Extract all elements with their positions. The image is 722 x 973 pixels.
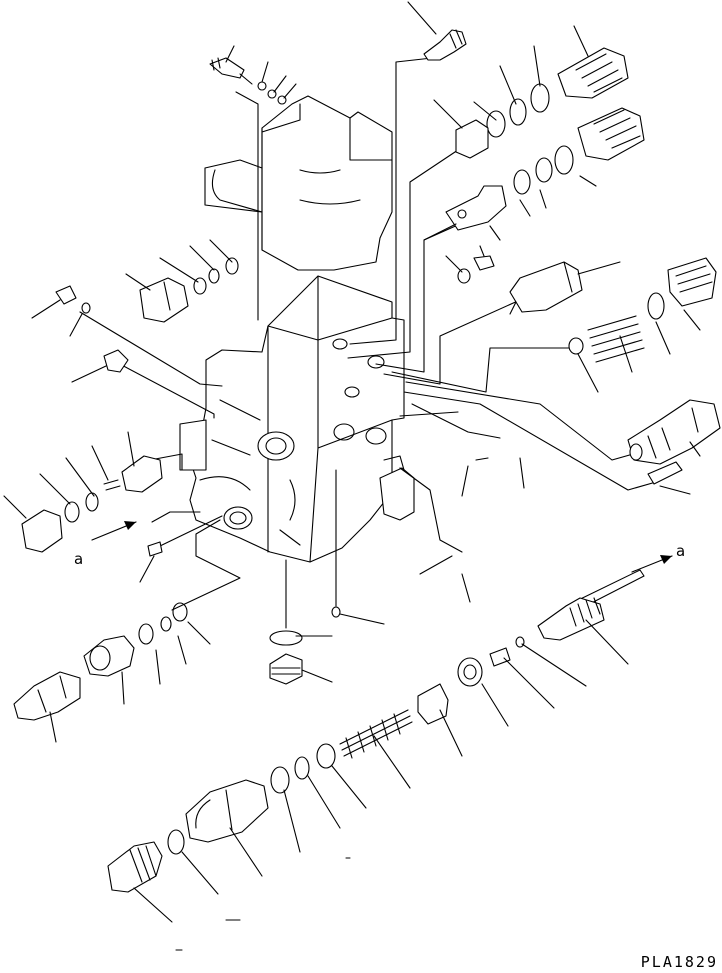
spring-right <box>588 316 644 362</box>
spring-lower <box>340 710 412 756</box>
top-left-parts <box>210 58 286 104</box>
port-left-lower <box>224 507 252 529</box>
valve-cover <box>262 96 392 270</box>
cap-far-left <box>22 510 62 552</box>
valve-side-cap <box>380 468 414 520</box>
direction-arrow-left: a <box>74 521 136 568</box>
retainer <box>458 658 482 686</box>
solenoid-valve <box>510 262 582 312</box>
valve-lower-left-1 <box>14 672 80 720</box>
marker-a-right: a <box>676 542 685 560</box>
valve-body <box>180 96 414 562</box>
right-parts <box>569 258 720 484</box>
upper-right-valves <box>446 48 644 314</box>
plug-left <box>104 350 128 372</box>
plug-bottom <box>108 842 162 892</box>
top-bolt <box>424 30 466 60</box>
piston <box>418 684 448 724</box>
lower-right-assembly <box>108 570 644 892</box>
plug-cap-right <box>668 258 716 306</box>
valve-main-block <box>190 276 404 562</box>
left-parts <box>22 258 238 556</box>
plug-assembly-right <box>628 400 720 464</box>
callout-leaders <box>4 2 700 950</box>
valve-body-lower <box>186 780 268 842</box>
marker-a-left: a <box>74 550 83 568</box>
valve-sleeve <box>456 120 488 158</box>
poppet <box>446 186 506 230</box>
o-ring-r1 <box>531 84 549 112</box>
relief-valve-cap-1 <box>558 48 628 98</box>
drawing-code: PLA1829 <box>640 953 718 971</box>
port-left-upper <box>258 432 294 460</box>
relief-valve-cap-2 <box>578 108 644 160</box>
valve-lower-left-2 <box>84 636 134 676</box>
plug-left-mid <box>140 278 188 322</box>
leader-lines <box>80 58 656 628</box>
valve-left <box>122 456 162 492</box>
plug-center-lower <box>270 654 302 684</box>
lower-left-parts <box>14 603 340 720</box>
direction-arrow-right: a <box>632 542 685 572</box>
